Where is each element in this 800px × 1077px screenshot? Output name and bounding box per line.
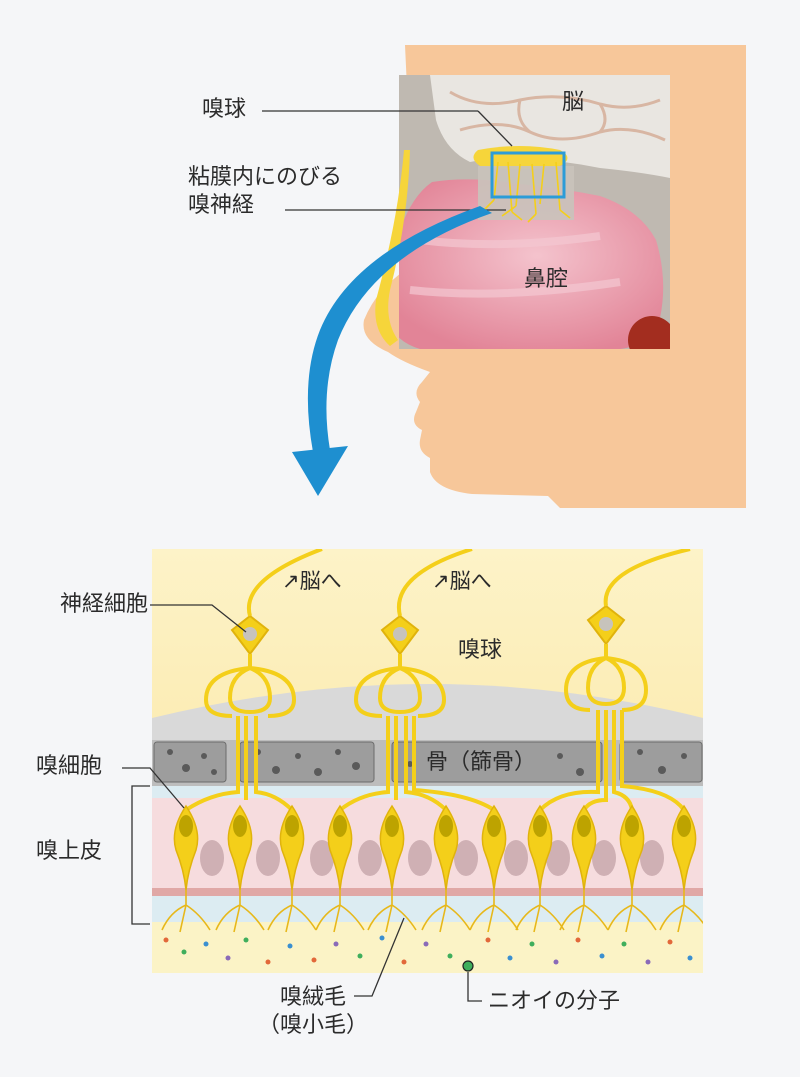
mucus-layer (152, 922, 703, 973)
label-odor-molecule: ニオイの分子 (488, 989, 621, 1014)
odor-molecules (163, 935, 693, 965)
zoom-arrow (292, 206, 492, 496)
odor-molecule-marker (462, 960, 474, 972)
label-olfactory-cilia-line2: （嗅小毛） (258, 1012, 369, 1038)
olfactory-cells (161, 804, 703, 933)
label-nerve-cell: 神経細胞 (60, 592, 149, 617)
label-to-brain-2: ↗脳へ (432, 569, 492, 593)
label-brain: 脳 (562, 90, 585, 115)
zoom-highlight-box (490, 151, 566, 199)
olfactory-cilia (161, 890, 703, 933)
label-olfactory-nerve-line1: 粘膜内にのびる (188, 165, 343, 190)
label-olfactory-nerve: 粘膜内にのびる 嗅神経 (188, 164, 342, 219)
label-ethmoid-bone: 骨（篩骨） (426, 750, 537, 775)
label-olfactory-epithelium: 嗅上皮 (36, 839, 103, 864)
label-olfactory-bulb-top: 嗅球 (202, 97, 247, 122)
ethmoid-bone (153, 741, 703, 783)
label-to-brain-1: ↗脳へ (282, 569, 342, 593)
throat-tissue (628, 316, 670, 349)
label-olfactory-cell: 嗅細胞 (36, 754, 103, 779)
label-olfactory-cilia-line1: 嗅絨毛 (280, 985, 347, 1010)
label-olfactory-bulb-bottom: 嗅球 (458, 638, 503, 663)
label-olfactory-nerve-line2: 嗅神経 (188, 192, 255, 218)
label-nasal-cavity: 鼻腔 (524, 267, 569, 292)
head-illustration (262, 45, 746, 508)
leader-lines (122, 604, 482, 1002)
magnified-panel (152, 549, 703, 973)
label-olfactory-cilia: 嗅絨毛 （嗅小毛） (258, 984, 368, 1039)
